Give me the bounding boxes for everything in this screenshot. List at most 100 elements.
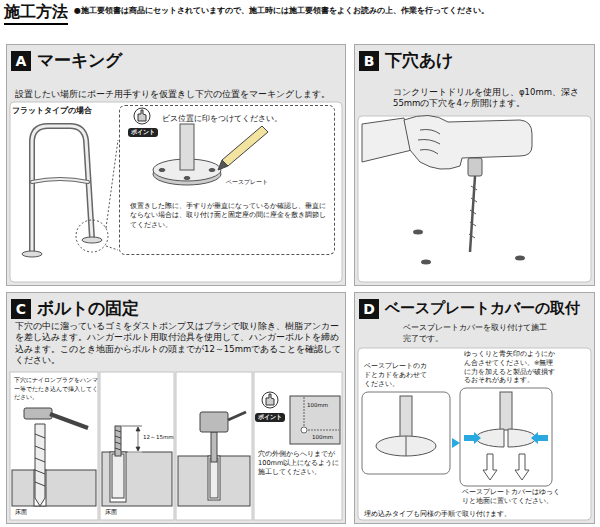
cover-figure (460, 388, 552, 486)
badge-text: ポイント (131, 129, 155, 136)
post-plate (180, 124, 194, 170)
cover (376, 436, 436, 456)
cover (400, 396, 412, 438)
point-text: ビス位置に印をつけてください。 (162, 114, 330, 124)
step-letter: B (359, 51, 379, 71)
floor (12, 470, 96, 506)
leader-line (76, 220, 108, 252)
handrail (32, 179, 88, 182)
badge-text: ポイント (258, 414, 282, 421)
dimension-line (128, 452, 142, 453)
pilot-hole (413, 230, 525, 265)
base-plate (22, 237, 102, 257)
anchor (228, 412, 246, 420)
post-plate (209, 169, 215, 172)
base-plate (82, 237, 102, 243)
pilot-hole (421, 260, 431, 265)
handrail (32, 126, 92, 252)
hammer (24, 408, 88, 428)
point-icon (134, 108, 278, 408)
down-arrow (483, 454, 497, 480)
anchor (115, 426, 121, 456)
down-arrow (515, 454, 529, 480)
figure-ground (358, 116, 591, 282)
point-badge: ポイント (128, 128, 158, 137)
step-letter-text: B (364, 53, 375, 69)
hand-drill (418, 130, 440, 155)
floor (178, 456, 250, 506)
dimension-line (136, 427, 140, 431)
figure-ground (10, 102, 591, 520)
step-letter-text: D (363, 301, 375, 317)
cover (406, 436, 407, 456)
part-label: ベースプレート (226, 178, 268, 186)
panel-ground (6, 44, 346, 286)
panel-ground (6, 292, 346, 524)
floor-label: 床面 (104, 508, 118, 516)
cover-figure (362, 392, 450, 474)
step-panel: 下穴あけコンクリートドリルを使用し、φ10mm、深さ55mmの下穴を4ヶ所開けま… (354, 44, 595, 286)
figure-ground (10, 102, 342, 282)
step-letter: A (11, 51, 31, 71)
pencil (218, 160, 228, 170)
panel-text: コンクリートドリルを使用し、φ10mm、深さ55mmの下穴を4ヶ所開けます。 (393, 87, 589, 110)
dimension-label: 100mm (312, 434, 333, 441)
leader-line (76, 140, 118, 252)
anchor (35, 424, 45, 506)
dimension-line (136, 447, 140, 451)
figure-note: 下穴にナイロンプラグをハンマー等でたたき込んで挿入してください。 (14, 376, 98, 402)
anchor (35, 434, 45, 486)
point-icon (138, 110, 146, 121)
pilot-hole (515, 256, 525, 261)
dimension-line (308, 430, 339, 431)
dimension-line (304, 397, 305, 426)
pilot-hole (413, 230, 423, 235)
anchor (34, 412, 246, 506)
anchor (200, 412, 228, 432)
anchor (208, 456, 220, 500)
figure-note: 穴の外側からへりまでが100mm以上になるように施工してください。 (258, 450, 342, 477)
figure-ground (254, 372, 342, 520)
pencil (218, 126, 268, 170)
header-note: ●施工要領書は商品にセットされていますので、施工時には施工要領書をよくお読みの上… (74, 6, 489, 17)
post-plate (153, 124, 221, 185)
figure-label: フラットタイプの場合 (12, 106, 92, 116)
panel-ground (354, 44, 595, 286)
panel-title: ベースプレートカバーの取付 (385, 298, 580, 318)
point-icon (262, 392, 278, 408)
figure-ground (10, 372, 98, 520)
figure-note: ベースプレートカバーはゆっくりと地面に置いてください。 (462, 488, 562, 506)
step-letter-text: C (16, 301, 26, 317)
handrail (32, 179, 88, 182)
blue-arrow (452, 432, 548, 448)
anchor (110, 452, 126, 502)
panel-title: ボルトの固定 (37, 297, 139, 320)
hammer (50, 414, 88, 428)
cover-figure (362, 388, 552, 486)
anchor (115, 430, 121, 450)
hand-drill (469, 186, 477, 238)
anchor (112, 454, 124, 498)
blue-arrow (464, 432, 481, 444)
figure-ground (176, 372, 252, 520)
figure-ground (100, 372, 174, 520)
note-text: 仮置きした際に、手すりが垂直になっているか確認し、垂直にならない場合は、取り付け… (130, 202, 326, 230)
hand-drill (362, 115, 532, 252)
dimension-line (122, 397, 339, 452)
pencil (222, 126, 268, 166)
hammer (24, 408, 52, 419)
point-badge: ポイント (255, 413, 285, 422)
anchor (211, 432, 217, 462)
base-plate (22, 251, 42, 257)
leader-line (106, 140, 118, 228)
leader-line (106, 246, 118, 250)
panel-title: マーキング (37, 49, 122, 72)
anchor (210, 458, 218, 498)
dimension-line (301, 427, 307, 433)
handrail (32, 126, 92, 252)
floor-label: 床面 (14, 508, 28, 516)
panel-text: ベースプレートカバーを取り付けて施工完了です。 (403, 323, 553, 345)
down-arrow (483, 454, 529, 480)
dimension-line (122, 426, 142, 427)
page-title: 施工方法 (4, 1, 68, 25)
